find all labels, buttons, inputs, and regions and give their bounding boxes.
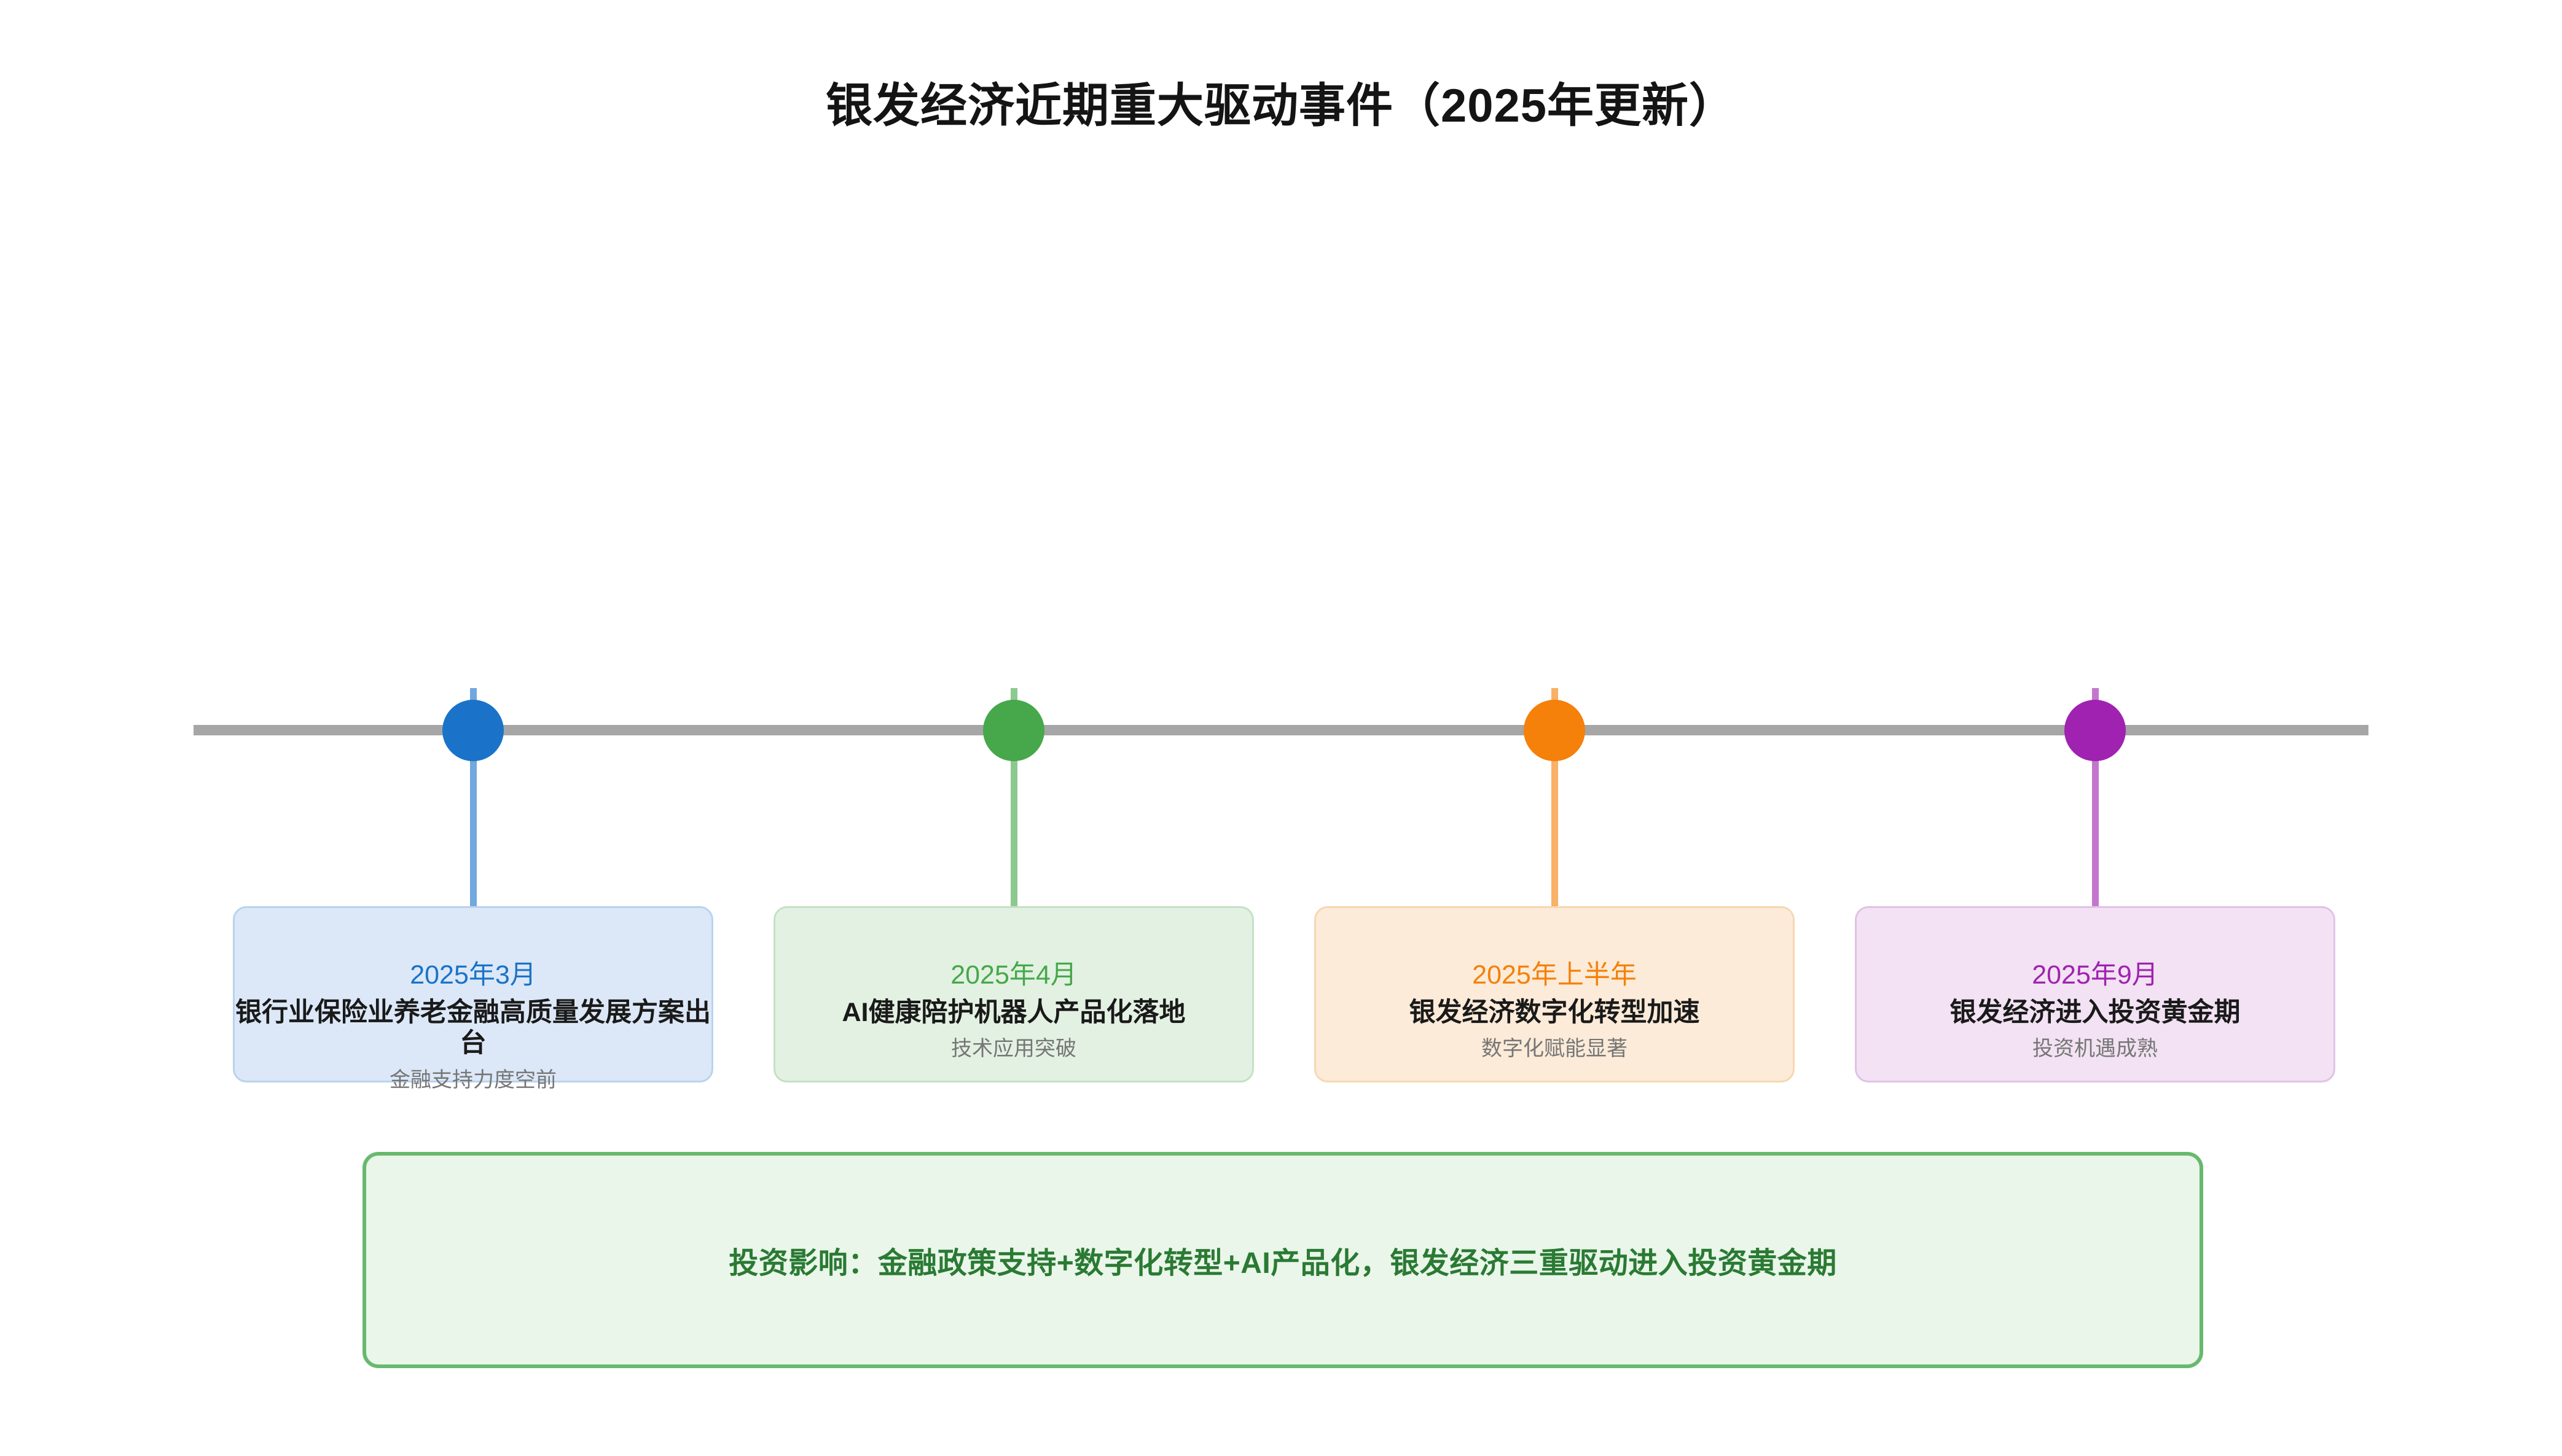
event-note: 金融支持力度空前 xyxy=(390,1068,557,1092)
event-connector-line xyxy=(469,688,477,929)
event-date: 2025年4月 xyxy=(950,960,1077,990)
event-title: 银行业保险业养老金融高质量发展方案出台 xyxy=(235,997,711,1059)
timeline-marker-dot[interactable] xyxy=(983,700,1044,761)
timeline-axis xyxy=(194,725,2368,735)
event-title: AI健康陪护机器人产品化落地 xyxy=(842,997,1186,1027)
event-card[interactable]: 2025年上半年 银发经济数字化转型加速 数字化赋能显著 xyxy=(1314,906,1795,1082)
timeline-marker-dot[interactable] xyxy=(1524,700,1585,761)
event-date: 2025年3月 xyxy=(410,960,536,990)
summary-text: 投资影响：金融政策支持+数字化转型+AI产品化，银发经济三重驱动进入投资黄金期 xyxy=(729,1247,1837,1280)
event-note: 数字化赋能显著 xyxy=(1481,1037,1628,1061)
event-title: 银发经济进入投资黄金期 xyxy=(1949,997,2241,1027)
timeline-marker-dot[interactable] xyxy=(2064,700,2126,761)
event-connector-line xyxy=(1010,688,1017,929)
page-title: 银发经济近期重大驱动事件（2025年更新） xyxy=(825,80,1737,132)
summary-box: 投资影响：金融政策支持+数字化转型+AI产品化，银发经济三重驱动进入投资黄金期 xyxy=(362,1152,2203,1368)
event-date: 2025年上半年 xyxy=(1472,960,1637,990)
event-title: 银发经济数字化转型加速 xyxy=(1409,997,1700,1027)
event-date: 2025年9月 xyxy=(2032,960,2158,990)
event-connector-line xyxy=(1551,688,1558,929)
timeline-marker-dot[interactable] xyxy=(442,700,504,761)
event-connector-line xyxy=(2091,688,2099,929)
event-note: 投资机遇成熟 xyxy=(2032,1037,2158,1061)
event-note: 技术应用突破 xyxy=(951,1037,1076,1061)
event-card[interactable]: 2025年3月 银行业保险业养老金融高质量发展方案出台 金融支持力度空前 xyxy=(233,906,713,1092)
event-card[interactable]: 2025年4月 AI健康陪护机器人产品化落地 技术应用突破 xyxy=(774,906,1254,1082)
event-card[interactable]: 2025年9月 银发经济进入投资黄金期 投资机遇成熟 xyxy=(1855,906,2335,1082)
